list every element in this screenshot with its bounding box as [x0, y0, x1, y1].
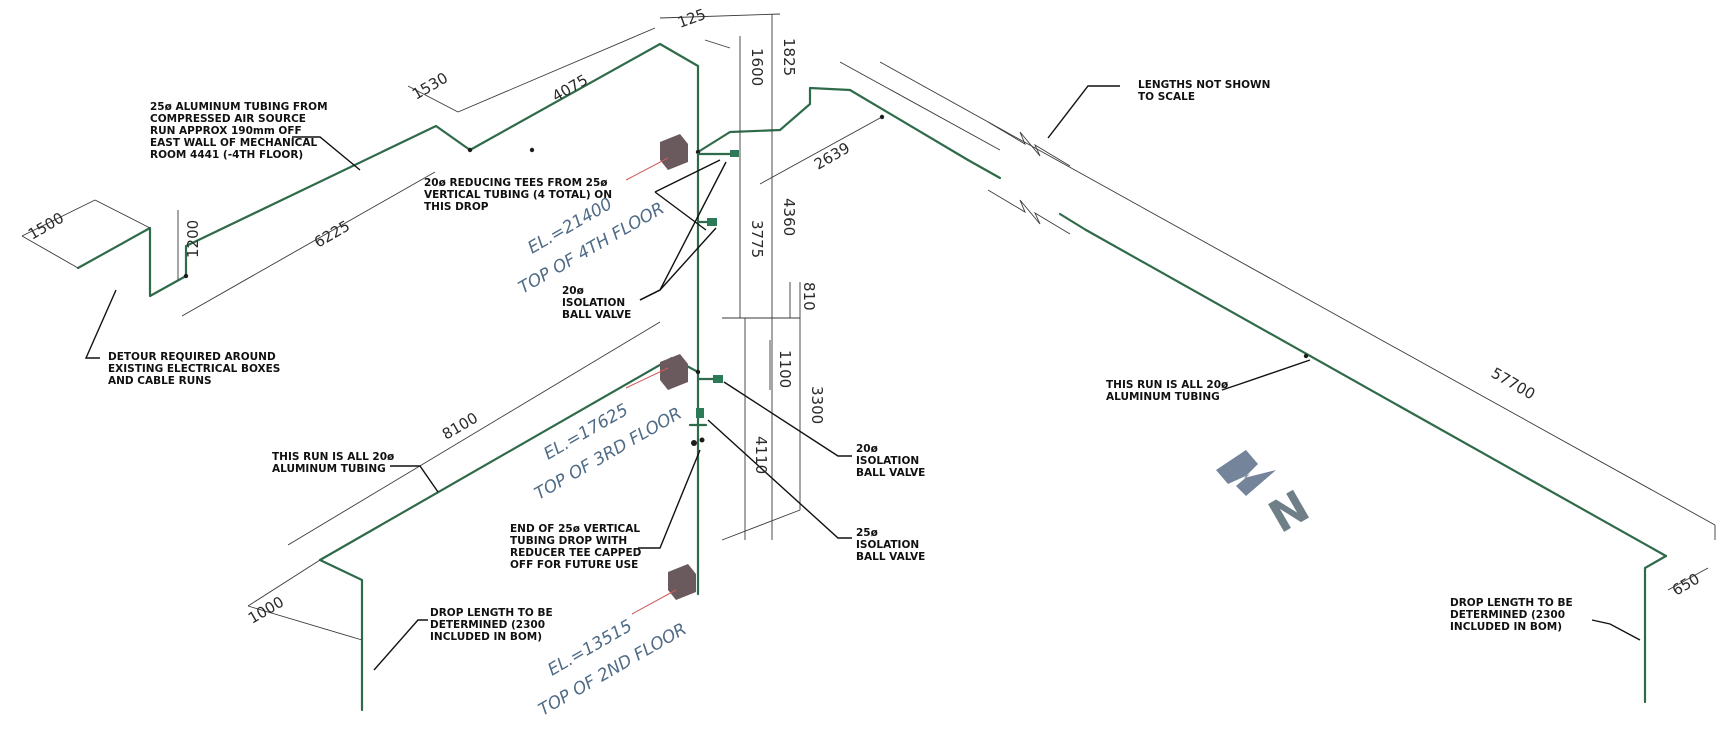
dimension-3775: 3775: [748, 220, 766, 258]
note-reducing-tees: 20ø REDUCING TEES FROM 25ø VERTICAL TUBI…: [424, 177, 612, 213]
dimension-4360: 4360: [780, 198, 798, 236]
note-line: EXISTING ELECTRICAL BOXES: [108, 363, 280, 375]
slab-penetration-2nd: [631, 564, 696, 615]
isolation-valve-20-upper: [696, 218, 717, 226]
dimension-8100: 8100: [439, 409, 481, 444]
note-line: TO SCALE: [1138, 91, 1195, 103]
note-detour: DETOUR REQUIRED AROUND EXISTING ELECTRIC…: [108, 351, 280, 387]
leader-lines: [84, 85, 1641, 671]
north-arrow: N: [1216, 450, 1318, 543]
note-line: BALL VALVE: [856, 467, 925, 479]
note-line: OFF FOR FUTURE USE: [510, 559, 638, 571]
dimension-3300: 3300: [808, 386, 826, 424]
note-run-left: THIS RUN IS ALL 20ø ALUMINUM TUBING: [272, 451, 394, 475]
note-line: 20ø: [856, 443, 878, 455]
dimension-1100: 1100: [776, 350, 794, 388]
note-line: 25ø ALUMINUM TUBING FROM: [150, 101, 328, 113]
note-line: INCLUDED IN BOM): [1450, 621, 1562, 633]
note-end-of-drop: END OF 25ø VERTICAL TUBING DROP WITH RED…: [510, 523, 642, 571]
note-line: LENGTHS NOT SHOWN: [1138, 79, 1270, 91]
note-isolation-valve-25: 25ø ISOLATION BALL VALVE: [856, 527, 925, 563]
note-line: THIS DROP: [424, 201, 489, 213]
note-line: 20ø: [562, 285, 584, 297]
note-line: THIS RUN IS ALL 20ø: [1106, 379, 1228, 391]
dimension-1825: 1825: [780, 38, 798, 76]
note-drop-length-right: DROP LENGTH TO BE DETERMINED (2300 INCLU…: [1450, 597, 1573, 633]
note-line: EAST WALL OF MECHANICAL: [150, 137, 317, 149]
dimension-57700: 57700: [1488, 364, 1538, 403]
note-line: BALL VALVE: [562, 309, 631, 321]
dimension-6225: 6225: [311, 217, 353, 252]
dimension-810: 810: [800, 282, 818, 311]
note-line: REDUCER TEE CAPPED: [510, 547, 642, 559]
isolation-valve-25: [688, 408, 708, 446]
fitting-dots: [183, 114, 1309, 375]
dimension-4110: 4110: [752, 436, 770, 474]
dimension-125: 125: [675, 5, 708, 32]
note-drop-length-left: DROP LENGTH TO BE DETERMINED (2300 INCLU…: [430, 607, 553, 643]
elevation-3rd-floor: EL.=17625 TOP OF 3RD FLOOR: [531, 400, 685, 504]
dimension-1000: 1000: [245, 593, 287, 628]
note-line: ALUMINUM TUBING: [272, 463, 386, 475]
note-line: BALL VALVE: [856, 551, 925, 563]
note-line: DROP LENGTH TO BE: [430, 607, 553, 619]
note-line: DETERMINED (2300: [1450, 609, 1565, 621]
note-line: THIS RUN IS ALL 20ø: [272, 451, 394, 463]
note-line: DROP LENGTH TO BE: [1450, 597, 1573, 609]
note-not-to-scale: LENGTHS NOT SHOWN TO SCALE: [1138, 79, 1270, 103]
note-line: TUBING DROP WITH: [510, 535, 627, 547]
dimension-1200: 1200: [184, 220, 202, 258]
note-isolation-valve-20-lower: 20ø ISOLATION BALL VALVE: [856, 443, 925, 479]
isolation-valve-20-lower: [696, 375, 723, 383]
note-line: AND CABLE RUNS: [108, 375, 212, 387]
note-line: ISOLATION: [856, 539, 919, 551]
note-line: END OF 25ø VERTICAL: [510, 523, 640, 535]
piping-upper-run: [76, 42, 700, 596]
note-line: DETERMINED (2300: [430, 619, 545, 631]
slab-penetration-3rd: [625, 354, 688, 390]
dimension-1500: 1500: [25, 209, 67, 244]
note-line: COMPRESSED AIR SOURCE: [150, 113, 306, 125]
reducing-tee-4th: [696, 150, 739, 157]
dimension-1600: 1600: [748, 48, 766, 86]
note-line: VERTICAL TUBING (4 TOTAL) ON: [424, 189, 612, 201]
north-arrow-letter: N: [1261, 481, 1318, 544]
piping-right-run: [696, 86, 1668, 704]
dimension-lines: [21, 13, 1716, 641]
note-line: ISOLATION: [562, 297, 625, 309]
note-line: 20ø REDUCING TEES FROM 25ø: [424, 177, 608, 189]
note-line: 25ø: [856, 527, 878, 539]
note-line: RUN APPROX 190mm OFF: [150, 125, 302, 137]
note-line: ROOM 4441 (-4TH FLOOR): [150, 149, 303, 161]
note-line: ISOLATION: [856, 455, 919, 467]
break-symbols: [966, 121, 1088, 235]
dimension-4075: 4075: [549, 71, 591, 106]
note-line: INCLUDED IN BOM): [430, 631, 542, 643]
note-line: DETOUR REQUIRED AROUND: [108, 351, 276, 363]
note-isolation-valve-20-upper: 20ø ISOLATION BALL VALVE: [562, 285, 631, 321]
dimension-1530: 1530: [409, 69, 451, 104]
note-run-right: THIS RUN IS ALL 20ø ALUMINUM TUBING: [1106, 379, 1228, 403]
slab-penetration-4th: [625, 134, 688, 181]
note-compressed-air-source: 25ø ALUMINUM TUBING FROM COMPRESSED AIR …: [150, 101, 328, 161]
note-line: ALUMINUM TUBING: [1106, 391, 1220, 403]
